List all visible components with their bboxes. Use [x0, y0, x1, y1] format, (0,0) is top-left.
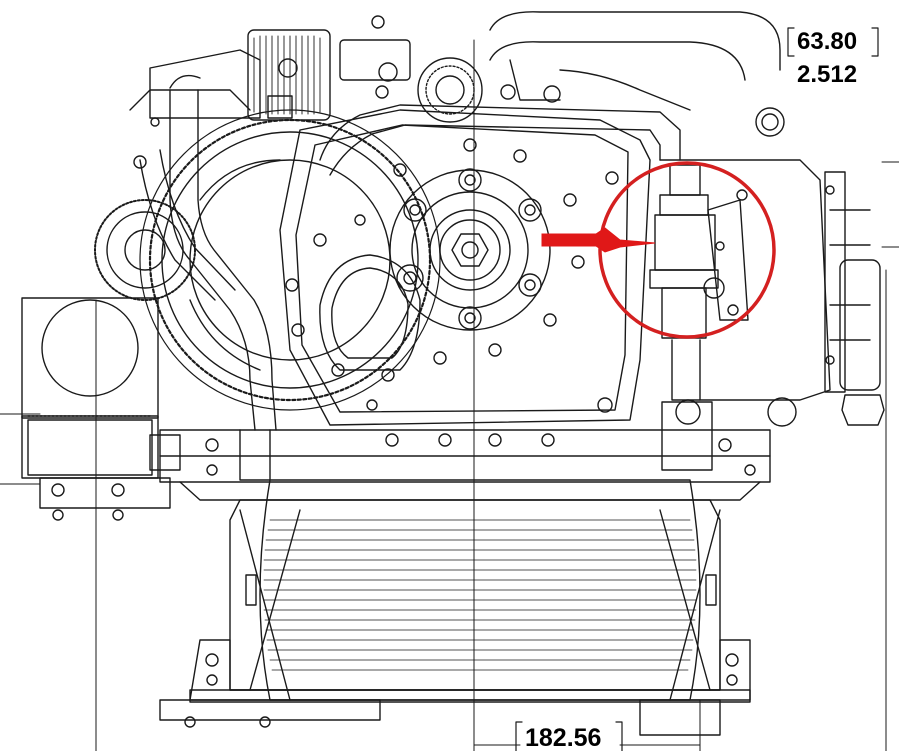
- dimension-label-imperial-top: 2.512: [797, 61, 858, 88]
- exhaust-pipes: [489, 11, 785, 137]
- callout-arrow: [541, 227, 656, 253]
- dimension-label-metric-top: 63.80: [797, 28, 858, 55]
- plate-bolts: [285, 138, 619, 413]
- engine-cover-plate: [279, 109, 651, 426]
- base-plate: [159, 639, 751, 736]
- upper-left-housing: [129, 15, 411, 169]
- mounting-bracket: [159, 429, 771, 501]
- housing-opening: [319, 254, 421, 371]
- upper-coolant-hose: [319, 104, 681, 176]
- highlight-callout: [541, 161, 776, 339]
- crankshaft-hub: [389, 168, 551, 331]
- right-engine-block: [659, 159, 885, 427]
- top-pulley: [375, 57, 516, 123]
- oil-cooler: [229, 479, 721, 701]
- left-coolant-hose: [139, 74, 277, 431]
- dimension-label-metric-bottom: 182.56: [525, 724, 602, 752]
- dimension-brackets: [515, 27, 879, 751]
- left-ring-gear: [94, 199, 196, 301]
- fuel-pressure-regulator: [649, 164, 749, 471]
- dimension-lines: [0, 39, 899, 751]
- left-side-box: [21, 297, 181, 521]
- flywheel-gear: [139, 109, 441, 411]
- callout-circle: [598, 161, 776, 339]
